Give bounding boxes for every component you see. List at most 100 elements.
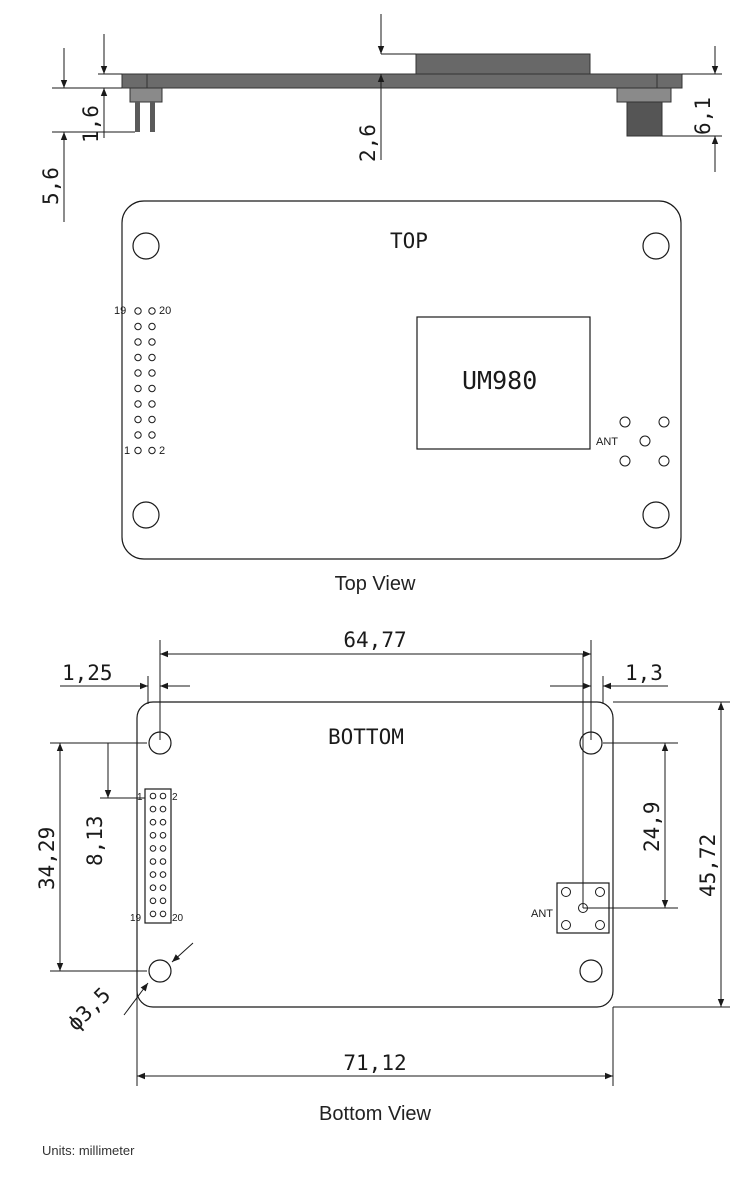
header-pin: [148, 353, 156, 362]
pin-label-2: 2: [172, 792, 178, 803]
dim-height-total: 5,6: [39, 167, 63, 205]
header-pin: [148, 338, 156, 346]
top-header-pins: [134, 307, 156, 455]
header-pin: [134, 431, 142, 439]
header-pin: [149, 805, 157, 813]
header-pin: [159, 884, 167, 892]
header-pin: [149, 897, 157, 905]
top-view-caption: Top View: [335, 573, 416, 595]
bottom-header-pins: [149, 792, 167, 918]
top-label: TOP: [390, 229, 428, 253]
mounting-hole: [579, 959, 603, 983]
header-pin: [134, 415, 142, 424]
header-pin: [134, 384, 142, 393]
ant-pad: [639, 435, 651, 447]
header-pin: [134, 446, 142, 455]
header-pin: [148, 446, 156, 455]
ant-pad: [561, 920, 571, 930]
pin-label-20: 20: [159, 305, 171, 317]
header-pin: [148, 307, 156, 315]
header-pin: [159, 845, 167, 852]
header-pin: [148, 431, 156, 439]
header-pin: [134, 307, 142, 315]
ant-pad: [658, 455, 670, 467]
header-pin: [148, 369, 156, 377]
pin-label-19: 19: [114, 305, 126, 317]
header-pin: [148, 400, 156, 408]
header-pin: [159, 792, 167, 800]
ant-pad: [595, 887, 605, 897]
header-pin: [159, 818, 167, 826]
units-note: Units: millimeter: [42, 1143, 135, 1158]
bottom-view: BOTTOM 1 2 19 20 ANT 64,77 1,25: [35, 628, 730, 1125]
pin-label-19: 19: [130, 913, 142, 924]
header-pin: [159, 832, 167, 839]
dim-header-offset: 8,13: [83, 815, 107, 866]
header-pin: [149, 792, 157, 800]
ant-pad: [619, 455, 631, 467]
chip-label: UM980: [462, 366, 537, 395]
header-pin: [148, 322, 156, 331]
bottom-label: BOTTOM: [328, 725, 404, 749]
bottom-view-caption: Bottom View: [319, 1103, 431, 1125]
top-ant-label: ANT: [596, 436, 618, 448]
header-pin: [134, 400, 142, 408]
side-connector-base: [616, 87, 672, 103]
mounting-hole: [132, 232, 160, 260]
side-header-pin: [150, 102, 155, 132]
side-chip: [415, 53, 591, 75]
side-header-body: [129, 87, 163, 103]
dim-hole-diameter: ϕ3,5: [63, 983, 116, 1036]
header-pin: [149, 818, 157, 826]
mounting-hole: [132, 501, 160, 529]
header-pin: [149, 884, 157, 892]
header-pin: [148, 384, 156, 393]
pin-label-2: 2: [159, 445, 165, 457]
mounting-hole: [642, 501, 670, 529]
bottom-ant-label: ANT: [531, 908, 553, 920]
side-view: 5,6 1,6 2,6 6,1: [39, 14, 722, 222]
top-chip: [416, 316, 591, 450]
dim-connector-height: 6,1: [691, 97, 715, 135]
header-pin: [159, 897, 167, 905]
header-pin: [134, 369, 142, 377]
dim-left-offset: 1,25: [62, 661, 113, 685]
dim-pin-offset: 1,6: [79, 105, 103, 143]
dim-board-width: 71,12: [343, 1051, 406, 1075]
side-pcb: [121, 73, 683, 89]
mounting-hole: [148, 959, 172, 983]
side-header-pin: [135, 102, 140, 132]
header-pin: [134, 338, 142, 346]
dim-ant-offset: 24,9: [640, 801, 664, 852]
dim-right-offset: 1,3: [625, 661, 663, 685]
header-pin: [159, 805, 167, 813]
pin-label-20: 20: [172, 913, 184, 924]
header-pin: [134, 322, 142, 331]
dim-hole-vertical: 34,29: [35, 827, 59, 890]
ant-pad: [619, 416, 631, 428]
dim-arrow: [171, 942, 194, 963]
pin-label-1: 1: [124, 445, 130, 457]
header-pin: [148, 415, 156, 424]
mounting-hole: [642, 232, 670, 260]
bottom-header-outline: [144, 788, 172, 924]
header-pin: [159, 858, 167, 865]
side-connector-body: [626, 101, 663, 137]
dim-hole-spacing: 64,77: [343, 628, 406, 652]
header-pin: [134, 353, 142, 362]
dim-arrow: [123, 982, 149, 1016]
header-pin: [149, 845, 157, 852]
header-pin: [159, 871, 167, 878]
header-pin: [149, 832, 157, 839]
ant-pad: [595, 920, 605, 930]
dim-module-height: 2,6: [356, 124, 380, 162]
header-pin: [149, 871, 157, 878]
dim-board-height: 45,72: [696, 834, 720, 897]
header-pin: [159, 910, 167, 918]
header-pin: [149, 858, 157, 865]
header-pin: [149, 910, 157, 918]
ant-pad: [658, 416, 670, 428]
bottom-board-outline: [136, 701, 614, 1008]
ant-pad: [561, 887, 571, 897]
